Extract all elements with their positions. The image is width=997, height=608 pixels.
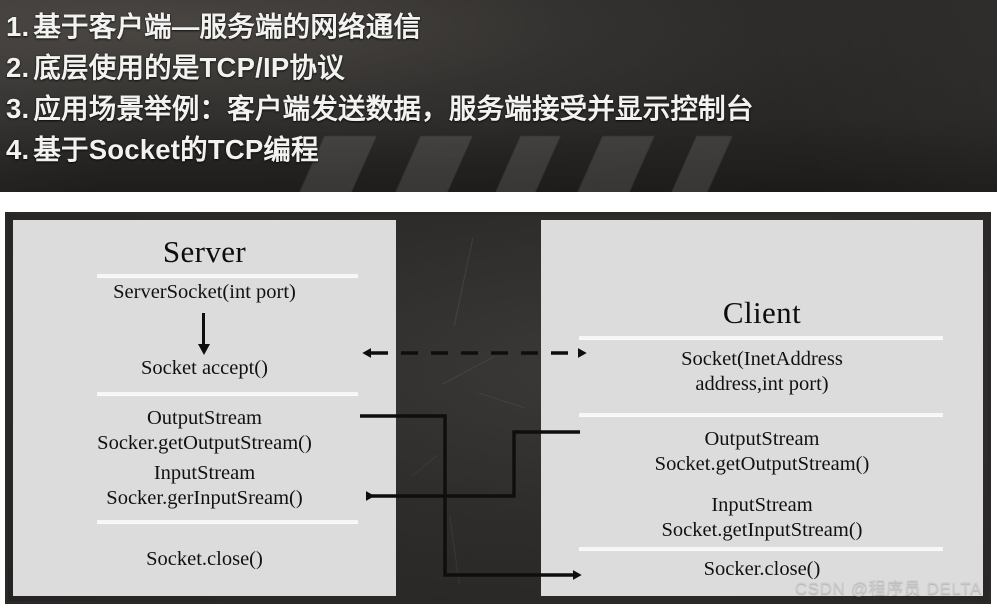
client-separator-2 xyxy=(579,413,943,416)
bullet-number-2: 2. xyxy=(6,52,30,83)
bullet-item-2: 2.底层使用的是TCP/IP协议 xyxy=(6,47,993,88)
csdn-watermark: CSDN @程序员 DELTA xyxy=(794,579,982,598)
server-row-accept: Socket accept() xyxy=(141,357,268,379)
client-row-close: Socker.close() xyxy=(703,558,821,580)
server-row-serversocket: ServerSocket(int port) xyxy=(113,281,296,303)
server-row-close: Socket.close() xyxy=(146,548,263,570)
client-separator-3 xyxy=(579,547,943,550)
bullet-text-4: 基于Socket的TCP编程 xyxy=(33,134,319,165)
client-panel-title: Client xyxy=(722,295,802,330)
bullet-number-4: 4. xyxy=(6,134,30,165)
client-panel: Client Socket(InetAddress address,int po… xyxy=(541,220,983,596)
server-separator-3 xyxy=(97,520,358,523)
socket-flow-diagram: Server ServerSocket(int port) Socket acc… xyxy=(5,212,991,604)
server-separator-2 xyxy=(97,392,358,395)
server-row-inputstream: InputStream Socker.gerInputSream() xyxy=(106,462,303,509)
bullet-text-2: 底层使用的是TCP/IP协议 xyxy=(33,52,345,83)
server-panel-title: Server xyxy=(162,234,247,269)
bullet-item-3: 3.应用场景举例：客户端发送数据，服务端接受并显示控制台 xyxy=(6,88,993,129)
client-row-inputstream: InputStream Socket.getInputStream() xyxy=(661,494,863,541)
server-separator-1 xyxy=(97,274,358,277)
client-row-socket-ctor: Socket(InetAddress address,int port) xyxy=(681,348,843,395)
bullet-item-1: 1.基于客户端—服务端的网络通信 xyxy=(6,6,993,47)
bullet-number-3: 3. xyxy=(6,93,30,124)
bullet-list: 1.基于客户端—服务端的网络通信 2.底层使用的是TCP/IP协议 3.应用场景… xyxy=(6,6,993,170)
bullet-number-1: 1. xyxy=(6,11,30,42)
slide-banner: 1.基于客户端—服务端的网络通信 2.底层使用的是TCP/IP协议 3.应用场景… xyxy=(0,0,997,192)
client-row-outputstream: OutputStream Socket.getOutputStream() xyxy=(654,428,870,475)
server-panel: Server ServerSocket(int port) Socket acc… xyxy=(13,220,396,596)
server-flow-down-arrow xyxy=(202,313,205,346)
client-separator-1 xyxy=(579,336,943,339)
server-row-outputstream: OutputStream Socker.getOutputStream() xyxy=(97,407,312,454)
bullet-text-3: 应用场景举例：客户端发送数据，服务端接受并显示控制台 xyxy=(33,93,754,124)
bullet-text-1: 基于客户端—服务端的网络通信 xyxy=(33,11,422,42)
bullet-item-4: 4.基于Socket的TCP编程 xyxy=(6,129,993,170)
